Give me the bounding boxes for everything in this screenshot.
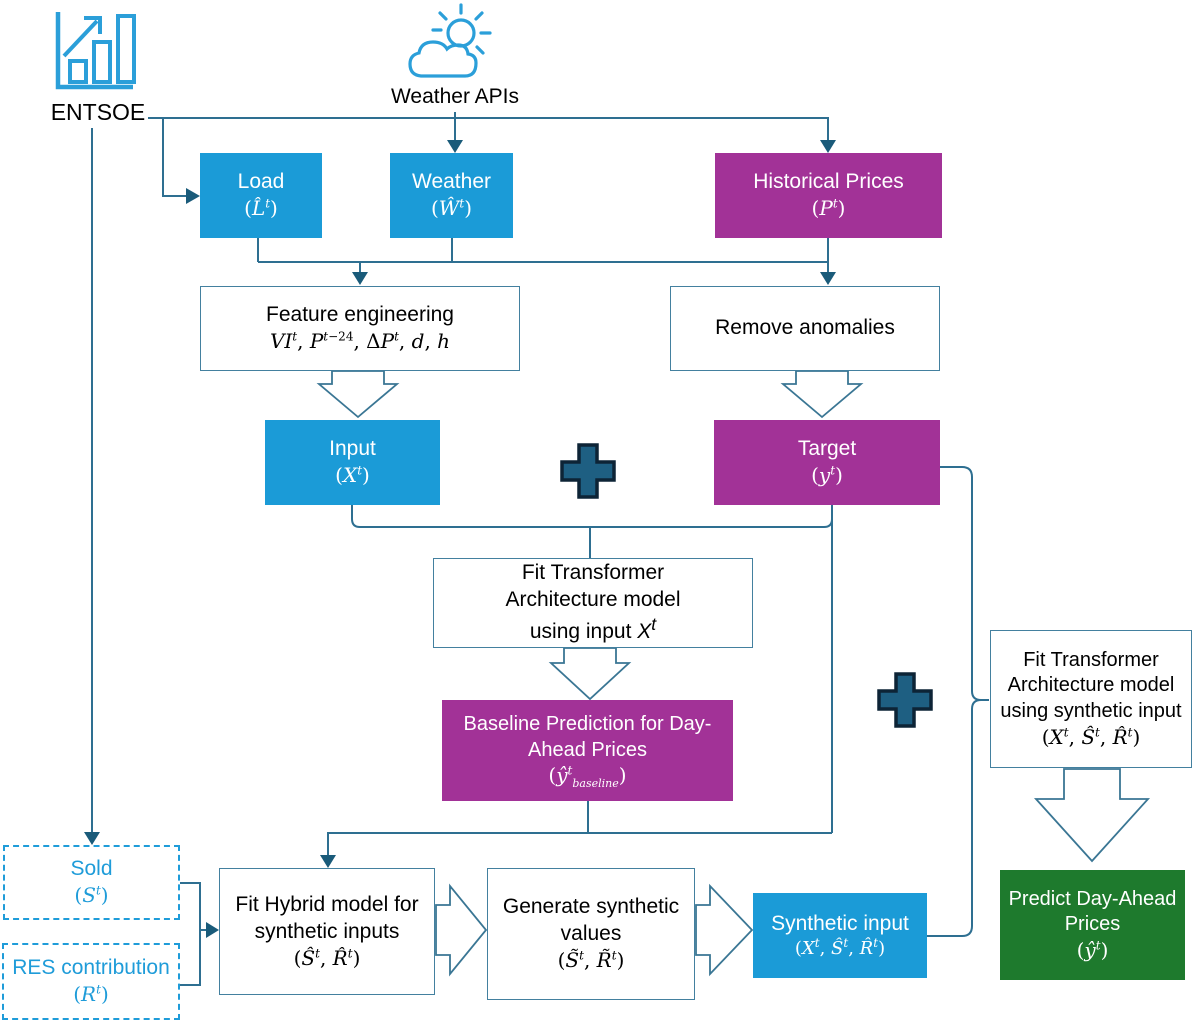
node-formula: (ŷt) xyxy=(1076,937,1109,962)
node-formula: (Xt, Ŝt, R̂t) xyxy=(1041,724,1141,749)
plus-icon-input-target xyxy=(560,443,616,499)
node-formula: (Ŝt, R̂t) xyxy=(293,945,361,970)
line-input-across xyxy=(351,505,833,528)
node-predict-day-ahead: Predict Day-Ahead Prices (ŷt) xyxy=(1000,870,1185,980)
connector-lines xyxy=(91,112,989,986)
node-formula: (Rt) xyxy=(73,982,109,1007)
node-baseline-prediction: Baseline Prediction for Day- Ahead Price… xyxy=(442,700,733,801)
chart-bar-small xyxy=(68,59,88,84)
node-res-contribution: RES contribution (Rt) xyxy=(2,943,180,1020)
node-formula: VIt, Pt−24, ΔPt, d, h xyxy=(269,329,451,354)
arrowhead-into-hybrid-top xyxy=(320,855,336,868)
node-title: Input xyxy=(329,437,376,461)
node-synthetic-input: Synthetic input (Xt, Ŝt, R̂t) xyxy=(753,893,927,978)
node-generate-synthetic: Generate synthetic values (S̃t, R̃t) xyxy=(487,868,695,1000)
node-title-line: using synthetic input xyxy=(1000,700,1182,722)
line-row2-to-row3 xyxy=(257,238,829,272)
weather-icon xyxy=(408,3,492,78)
node-remove-anomalies: Remove anomalies xyxy=(670,286,940,371)
node-title-line: Generate synthetic xyxy=(502,895,680,919)
node-title-line: Predict Day-Ahead xyxy=(1008,887,1177,910)
chart-trend-arrow-shaft xyxy=(62,19,99,58)
node-title-line: Fit Transformer xyxy=(1023,648,1159,671)
node-title: RES contribution xyxy=(12,956,170,980)
node-title: Remove anomalies xyxy=(715,316,895,340)
line-entsoe-to-load xyxy=(162,118,186,197)
node-title: Load xyxy=(237,170,285,194)
node-fit-transformer-synthetic: Fit Transformer Architecture model using… xyxy=(990,630,1192,768)
plus-icon-target-synthetic xyxy=(877,672,933,728)
node-title-line: Fit Hybrid model for xyxy=(235,892,419,916)
block-arrows xyxy=(316,370,1151,977)
node-formula: (S̃t, R̃t) xyxy=(557,948,625,973)
chart-trend-arrow-head xyxy=(84,16,102,34)
node-formula: (Ŵt) xyxy=(430,196,472,221)
node-feature-engineering: Feature engineering VIt, Pt−24, ΔPt, d, … xyxy=(200,286,520,371)
node-title-line: synthetic inputs xyxy=(254,919,400,943)
flow-arrow-fit2-to-predict xyxy=(1033,768,1151,863)
flow-arrow-feature-to-input xyxy=(316,370,400,419)
arrowhead-into-sold xyxy=(84,832,100,845)
node-sold: Sold (St) xyxy=(3,845,180,920)
entsoe-label: ENTSOE xyxy=(50,99,146,125)
node-title: Sold xyxy=(70,857,113,881)
chart-bar-tall xyxy=(116,14,136,84)
plus-icons xyxy=(560,443,933,728)
chart-axes xyxy=(55,12,133,90)
node-formula: (Xt, Ŝt, R̂t) xyxy=(794,936,886,960)
line-entsoe-to-historical xyxy=(148,117,829,141)
node-formula: (Pt) xyxy=(811,196,846,221)
flow-arrow-remove-to-target xyxy=(780,370,864,419)
node-input: Input (Xt) xyxy=(265,420,440,505)
chart-bar-medium xyxy=(92,40,112,84)
cloud-shape xyxy=(408,40,478,78)
node-title-line: Prices xyxy=(1064,913,1121,936)
arrowheads xyxy=(84,140,836,938)
node-title-line: Architecture model xyxy=(505,587,681,611)
node-fit-hybrid: Fit Hybrid model for synthetic inputs (Ŝ… xyxy=(219,868,435,995)
node-title: Synthetic input xyxy=(771,911,909,935)
node-weather: Weather (Ŵt) xyxy=(390,153,513,238)
node-formula: (ŷtbaseline) xyxy=(548,763,627,791)
arrowhead-into-remove xyxy=(820,272,836,285)
node-title-line: Baseline Prediction for Day- xyxy=(463,713,712,736)
arrowhead-into-load xyxy=(186,188,200,204)
arrowhead-into-historical xyxy=(820,140,836,153)
arrowhead-into-hybrid-left xyxy=(206,922,219,938)
arrowhead-into-feature xyxy=(352,272,368,285)
sun-circle xyxy=(446,18,476,48)
node-formula: (yt) xyxy=(811,463,843,488)
flow-arrow-fit1-to-baseline xyxy=(548,647,632,701)
arrowhead-into-weather xyxy=(447,140,463,153)
node-title-line: using input Xt xyxy=(529,614,657,644)
node-historical-prices: Historical Prices (Pt) xyxy=(715,153,942,238)
node-target: Target (yt) xyxy=(714,420,940,505)
node-fit-transformer-input: Fit Transformer Architecture model using… xyxy=(433,558,753,648)
line-target-to-fit2 xyxy=(940,466,989,701)
node-load: Load (L̂t) xyxy=(200,153,322,238)
node-title-line: values xyxy=(560,922,622,946)
line-baseline-to-hybrid xyxy=(327,801,832,855)
node-title: Weather xyxy=(412,170,491,194)
node-title: Feature engineering xyxy=(266,303,454,327)
line-sold-res-to-hybrid xyxy=(180,882,206,986)
node-title-line: Fit Transformer xyxy=(521,560,665,584)
weather-apis-label: Weather APIs xyxy=(390,85,519,108)
node-title: Historical Prices xyxy=(753,170,904,194)
node-formula: (St) xyxy=(74,883,109,908)
node-title-line: Architecture model xyxy=(1007,674,1175,697)
line-synth-to-fit2 xyxy=(927,699,982,937)
flow-arrow-generate-to-synth xyxy=(695,883,754,977)
node-formula: (L̂t) xyxy=(244,196,278,221)
node-title-line: Ahead Prices xyxy=(528,738,647,761)
node-title: Target xyxy=(797,437,857,461)
node-formula: (Xt) xyxy=(335,463,370,488)
entsoe-chart-icon xyxy=(55,12,136,90)
flow-arrow-hybrid-to-generate xyxy=(435,883,488,977)
sun-rays xyxy=(431,3,492,55)
